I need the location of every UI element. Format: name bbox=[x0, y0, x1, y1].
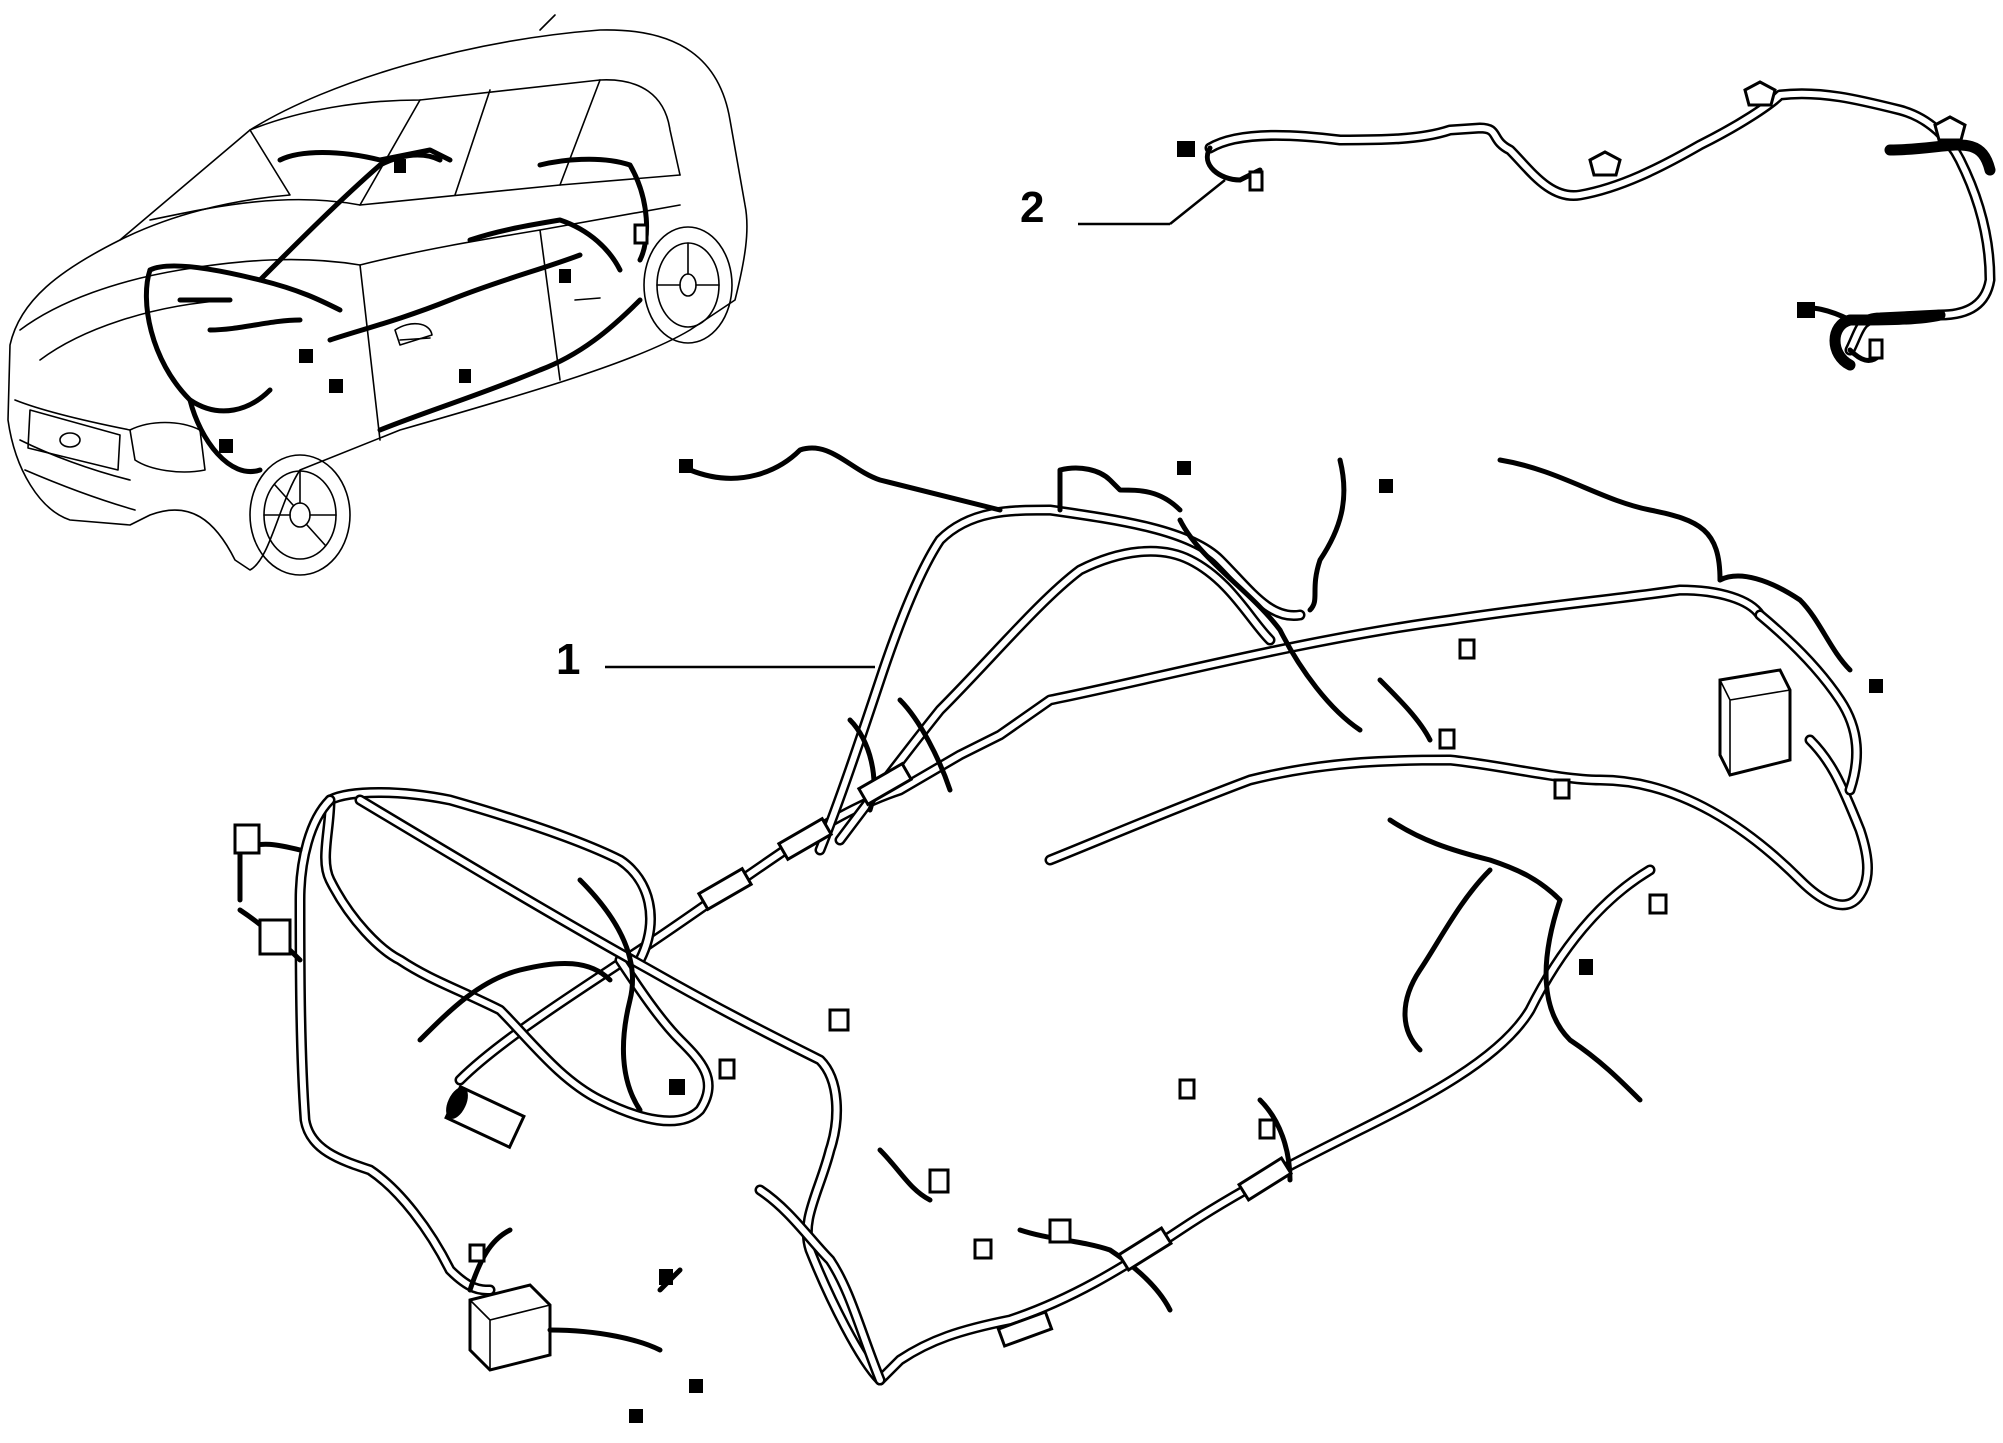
relay-cylinder bbox=[444, 1084, 526, 1150]
callout-label-1: 1 bbox=[556, 635, 581, 684]
callout-label-2: 2 bbox=[1020, 183, 1045, 232]
wiring-harness-1 bbox=[233, 445, 1883, 1423]
control-module-box-right bbox=[1718, 668, 1792, 777]
wiring-harness-2 bbox=[1177, 80, 1996, 371]
control-module-box bbox=[468, 1283, 552, 1372]
car-locator-illustration bbox=[7, 14, 748, 576]
leader-line-2b bbox=[1169, 179, 1226, 225]
